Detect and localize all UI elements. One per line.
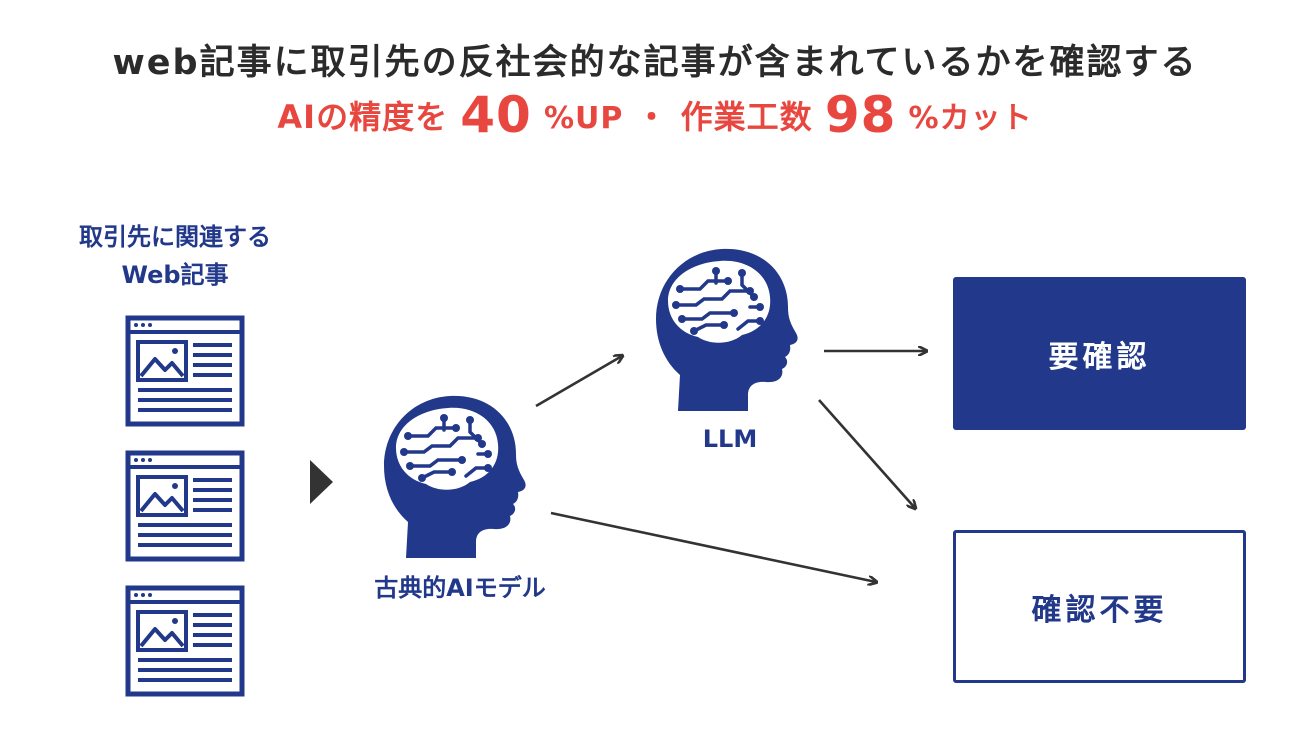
classic-ai-model-label: 古典的AIモデル	[374, 574, 546, 602]
page-title: web記事に取引先の反社会的な記事が含まれているかを確認する	[112, 43, 1198, 83]
accuracy-unit: %UP	[543, 101, 624, 136]
articles-label: 取引先に関連する Web記事	[50, 218, 300, 294]
needs-check-box: 要確認	[953, 277, 1246, 430]
subtitle-separator: ・	[635, 98, 669, 136]
no-check-label: 確認不要	[1031, 592, 1168, 628]
subtitle-accuracy-label: AIの精度を	[277, 98, 449, 136]
web-article-icon	[128, 318, 242, 424]
play-triangle-icon	[310, 460, 333, 504]
arrow-icon	[550, 511, 876, 582]
brain-head-icon	[654, 247, 800, 413]
arrow-icon	[535, 356, 622, 408]
articles-label-line1: 取引先に関連する	[79, 223, 271, 251]
no-check-box: 確認不要	[953, 530, 1246, 683]
workload-unit: %カット	[908, 101, 1033, 136]
page-subtitle: AIの精度を 40 %UP ・ 作業工数 98 %カット	[0, 86, 1310, 144]
workload-value: 98	[824, 86, 897, 144]
articles-label-line2: Web記事	[121, 261, 229, 289]
web-article-icon	[128, 453, 242, 559]
brain-head-icon	[382, 394, 528, 560]
needs-check-label: 要確認	[1048, 339, 1151, 375]
llm-label: LLM	[702, 425, 758, 453]
accuracy-value: 40	[460, 86, 532, 144]
subtitle-workload-label: 作業工数	[680, 98, 813, 136]
web-article-icon	[128, 588, 242, 694]
arrow-icon	[818, 399, 915, 508]
